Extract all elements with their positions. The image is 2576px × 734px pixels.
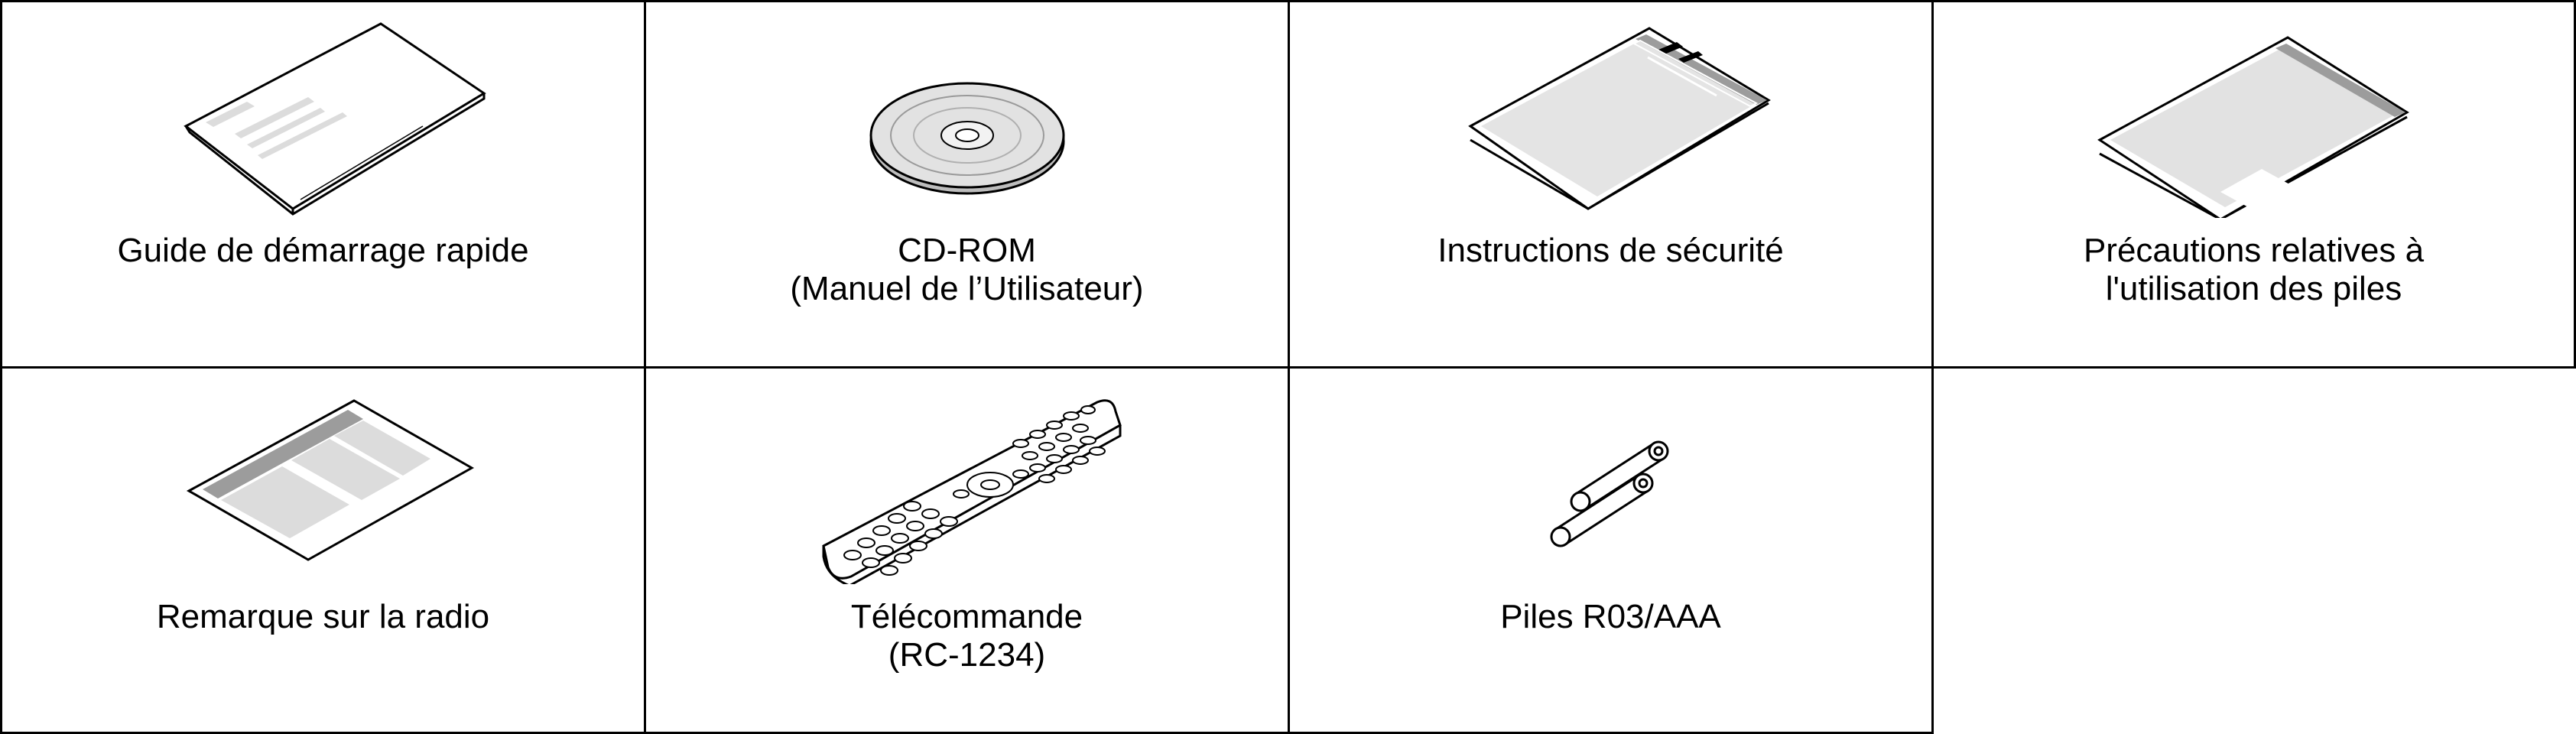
radio-notice-icon (148, 385, 499, 584)
accessory-cell-remote-control: Télécommande (RC-1234) (644, 366, 1290, 734)
accessory-cell-safety-instructions: Instructions de sécurité (1288, 0, 1934, 369)
remote-control-icon (791, 385, 1143, 584)
accessory-cell-cd-rom: CD-ROM (Manuel de l’Utilisateur) (644, 0, 1290, 369)
accessory-label: CD-ROM (Manuel de l’Utilisateur) (790, 232, 1144, 307)
aaa-batteries-icon (1435, 385, 1787, 584)
accessory-label: Télécommande (RC-1234) (850, 598, 1083, 674)
accessory-cell-quick-start-guide: Guide de démarrage rapide (0, 0, 646, 369)
accessory-label: Piles R03/AAA (1500, 598, 1721, 635)
accessory-cell-aaa-batteries: Piles R03/AAA (1288, 366, 1934, 734)
accessory-label: Guide de démarrage rapide (117, 232, 529, 269)
accessory-cell-battery-precautions: Précautions relatives à l'utilisation de… (1931, 0, 2576, 369)
accessory-label: Instructions de sécurité (1437, 232, 1784, 269)
cd-rom-icon (791, 19, 1143, 218)
accessory-label: Précautions relatives à l'utilisation de… (2083, 232, 2425, 307)
accessory-label: Remarque sur la radio (156, 598, 490, 635)
safety-instructions-icon (1435, 19, 1787, 218)
battery-precautions-icon (2078, 19, 2430, 218)
accessory-cell-radio-notice: Remarque sur la radio (0, 366, 646, 734)
quick-start-guide-icon (148, 19, 499, 218)
empty-cell (1931, 366, 2576, 734)
